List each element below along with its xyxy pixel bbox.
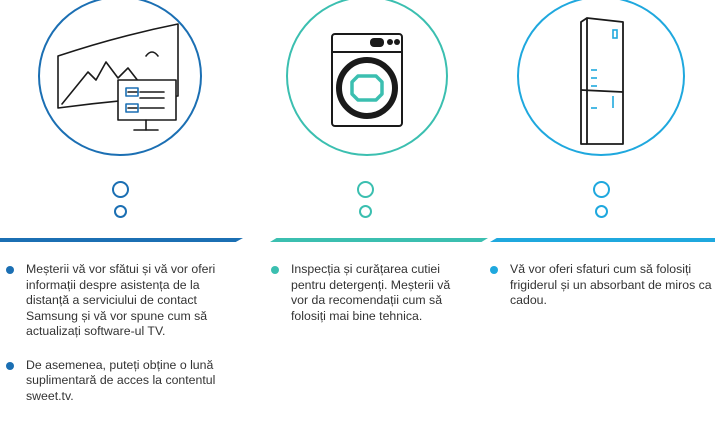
service-column-washer: Inspecția și curățarea cutiei pentru det… xyxy=(245,0,490,406)
timeline-ring-small xyxy=(359,205,372,218)
list-item-text: De asemenea, puteți obține o lună suplim… xyxy=(26,357,216,403)
list-item: De asemenea, puteți obține o lună suplim… xyxy=(6,358,231,405)
list-item-text: Inspecția și curățarea cutiei pentru det… xyxy=(291,262,451,323)
timeline-ring-large xyxy=(593,181,610,198)
accent-band xyxy=(270,238,488,242)
bullet-list: Inspecția și curățarea cutiei pentru det… xyxy=(271,262,463,342)
curved-tv-with-monitor-icon xyxy=(57,23,179,131)
accent-band xyxy=(0,238,243,242)
timeline-ring-small xyxy=(114,205,127,218)
list-item-text: Meșterii vă vor sfătui și vă vor oferi i… xyxy=(26,262,216,338)
list-item: Inspecția și curățarea cutiei pentru det… xyxy=(271,262,463,324)
bullet-list: Meșterii vă vor sfătui și vă vor oferi i… xyxy=(6,262,231,422)
list-item: Vă vor oferi sfaturi cum să folosiți fri… xyxy=(490,262,712,309)
tv-icon-circle xyxy=(38,0,202,156)
service-column-tv: Meșterii vă vor sfătui și vă vor oferi i… xyxy=(0,0,245,406)
timeline-ring-large xyxy=(357,181,374,198)
timeline-ring-small xyxy=(595,205,608,218)
timeline-ring-large xyxy=(112,181,129,198)
service-column-fridge: Vă vor oferi sfaturi cum să folosiți fri… xyxy=(490,0,715,406)
accent-band xyxy=(490,238,715,242)
refrigerator-icon xyxy=(580,17,624,145)
washer-icon-circle xyxy=(286,0,448,156)
bullet-dot xyxy=(6,361,14,370)
fridge-icon-circle xyxy=(517,0,685,156)
washing-machine-icon xyxy=(331,33,403,127)
bullet-dot xyxy=(271,266,279,274)
list-item: Meșterii vă vor sfătui și vă vor oferi i… xyxy=(6,262,231,340)
bullet-dot xyxy=(6,266,14,274)
bullet-list: Vă vor oferi sfaturi cum să folosiți fri… xyxy=(490,262,712,327)
bullet-dot xyxy=(490,266,498,274)
list-item-text: Vă vor oferi sfaturi cum să folosiți fri… xyxy=(510,262,712,307)
